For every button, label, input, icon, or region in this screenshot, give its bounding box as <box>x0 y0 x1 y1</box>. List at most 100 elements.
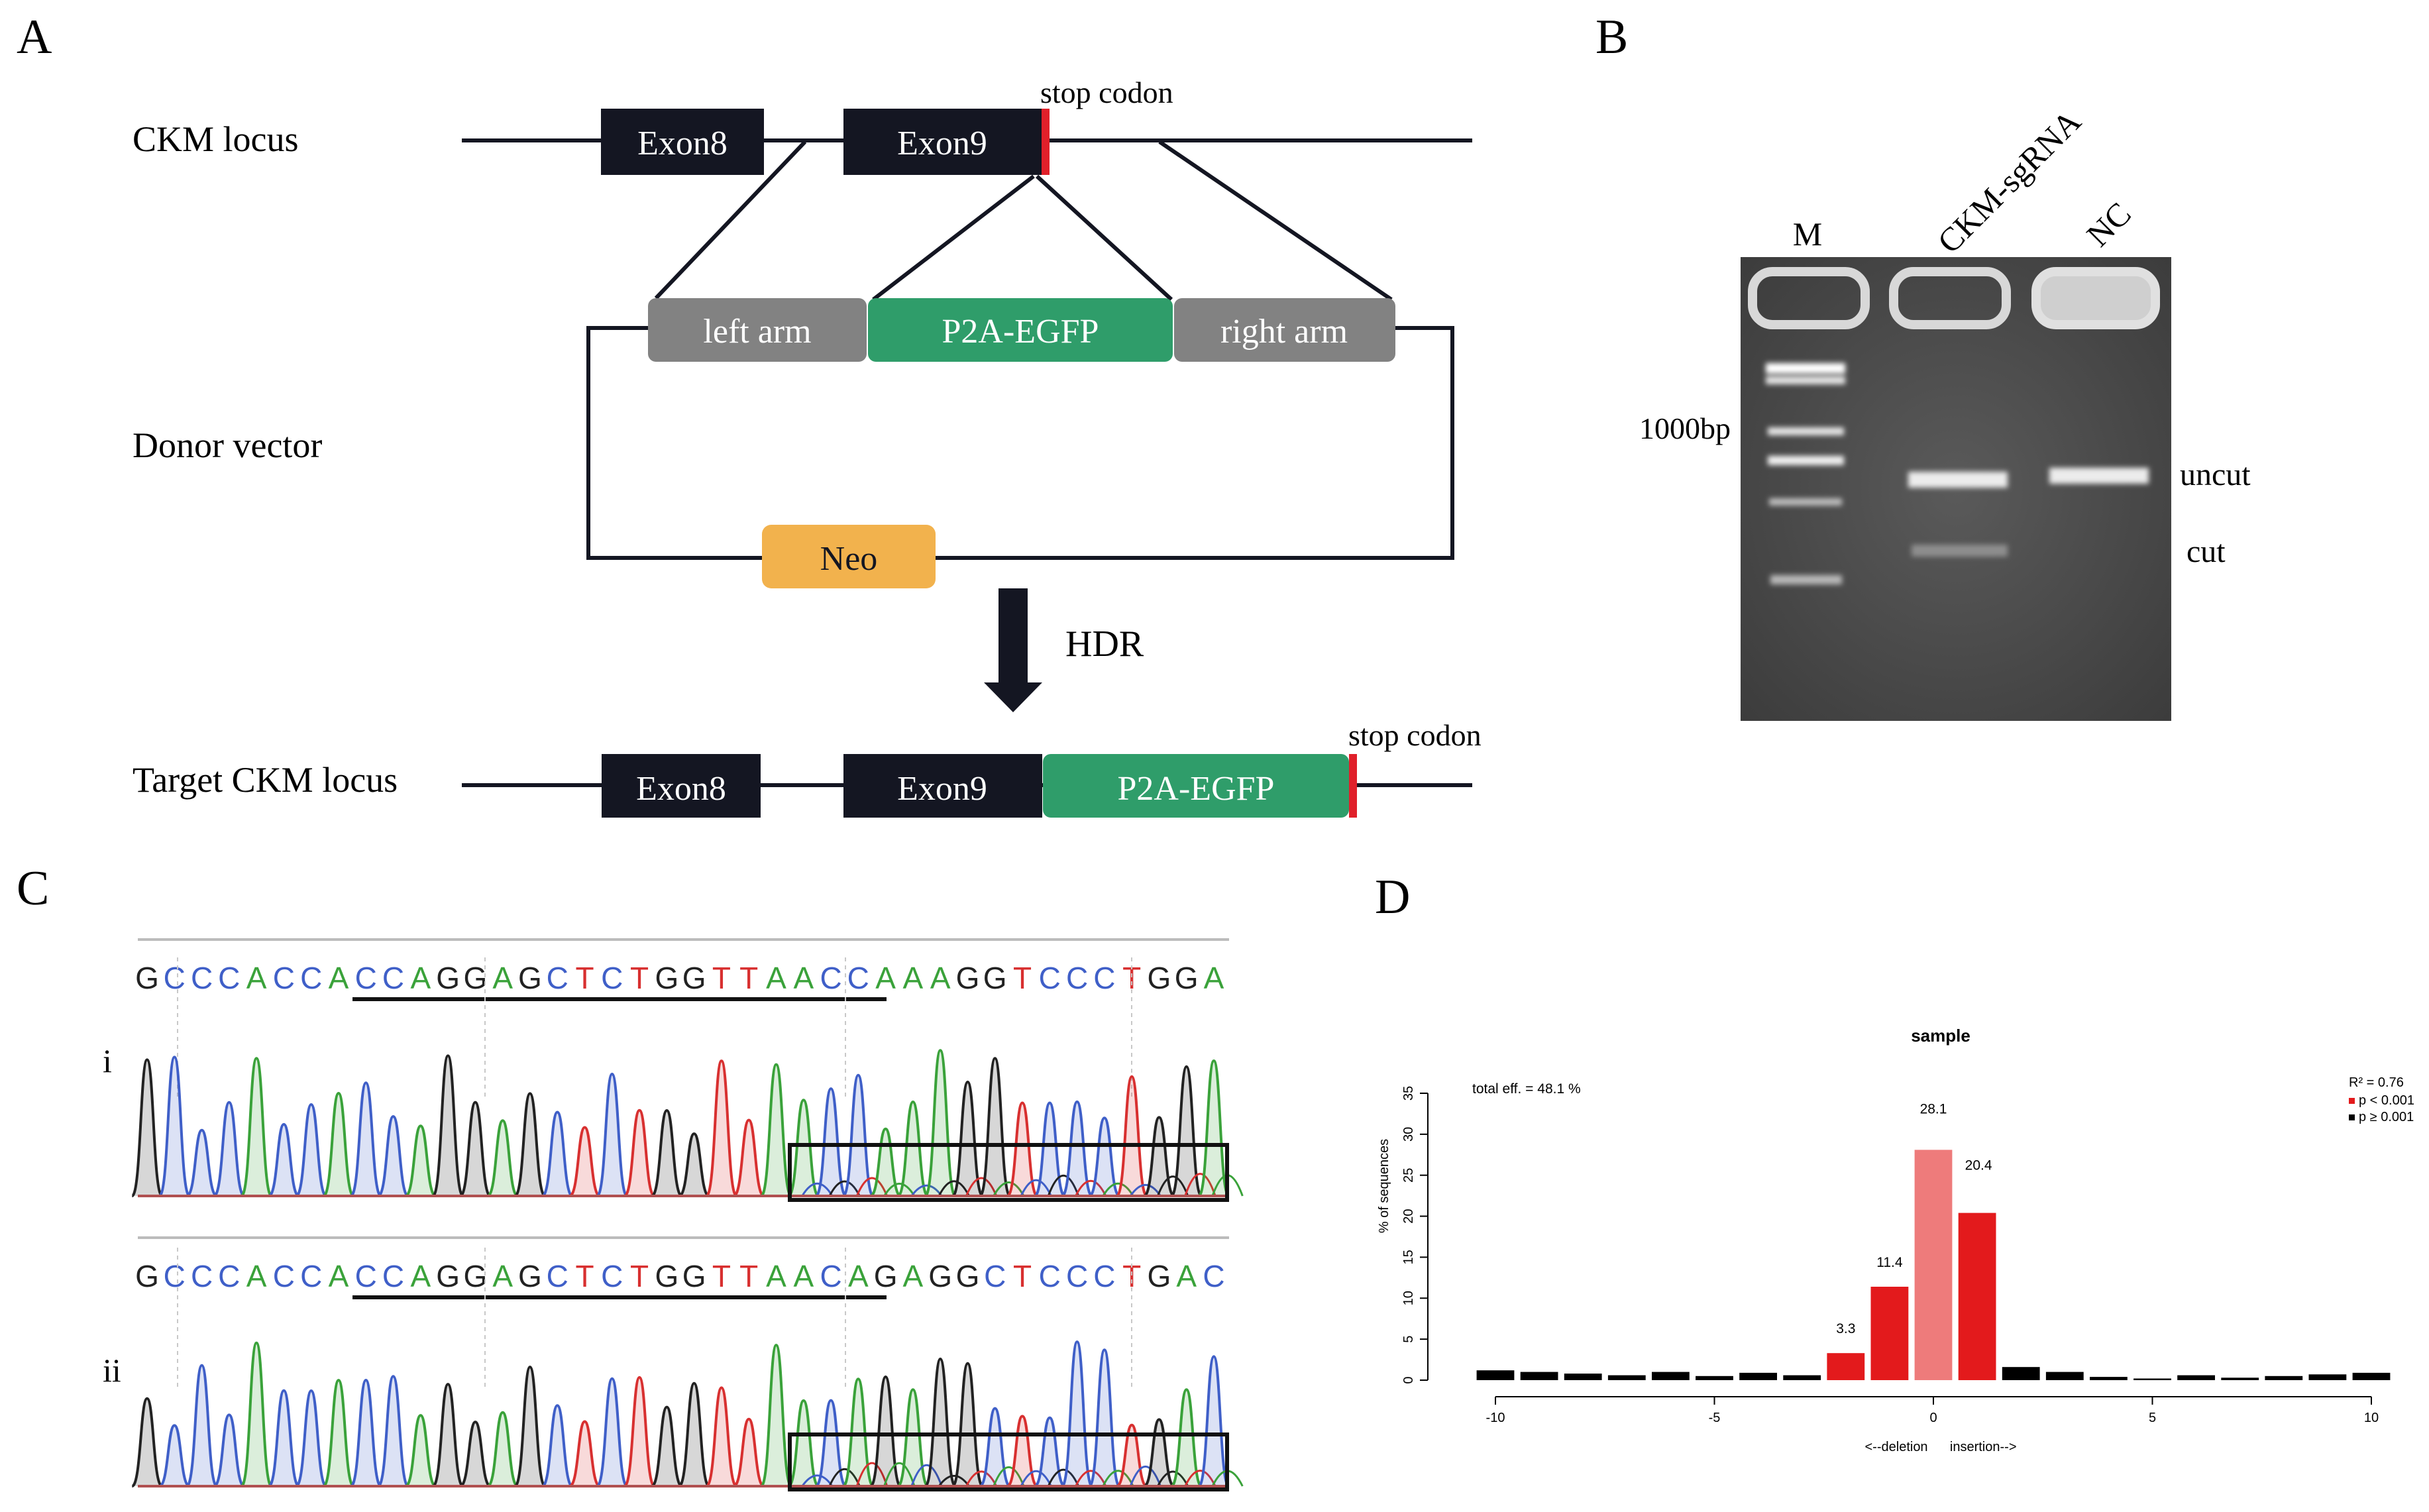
sequence-base: A <box>766 1259 786 1293</box>
sequence-base: G <box>518 961 542 995</box>
chromatogram-peak <box>814 1087 847 1197</box>
y-tick-label: 5 <box>1401 1336 1416 1343</box>
bar-value-label: 11.4 <box>1876 1255 1903 1270</box>
secondary-peak <box>1047 1468 1080 1487</box>
chromatogram-peak <box>486 1119 519 1197</box>
sequence-base: G <box>1148 961 1171 995</box>
total-efficiency-label: total eff. = 48.1 % <box>1472 1081 1581 1097</box>
chromatogram-peak <box>295 1103 328 1197</box>
chromatogram-peak <box>322 1091 355 1197</box>
y-axis-label: % of sequences <box>1377 1139 1391 1233</box>
sequence-base: G <box>518 1259 542 1293</box>
chromatogram-peak <box>240 1057 273 1197</box>
secondary-peak <box>828 1180 861 1197</box>
bar <box>1607 1375 1646 1380</box>
secondary-peak <box>938 1180 970 1197</box>
lane-nc-label: NC <box>2079 195 2138 254</box>
panel-b: M CKM-sgRNA NC 1000bp uncut cut <box>1639 103 2251 721</box>
sequence-base: G <box>983 961 1007 995</box>
sequence-base: T <box>630 961 649 995</box>
bar <box>1739 1372 1777 1380</box>
marker-1000bp-label: 1000bp <box>1639 411 1731 445</box>
chromatogram-peak <box>405 1124 437 1197</box>
chromatogram-peak <box>896 1388 930 1487</box>
sequence-base: C <box>547 1259 568 1293</box>
x-axis-label: <--deletion insertion--> <box>1865 1440 2017 1454</box>
chromatogram-peak <box>651 1108 683 1197</box>
sequence-base: A <box>766 961 786 995</box>
sequence-base: T <box>575 961 594 995</box>
chromatogram-peak <box>1060 1340 1094 1487</box>
chromatogram-peak <box>349 1081 382 1197</box>
secondary-peak <box>801 1474 834 1487</box>
chromatogram-peak <box>295 1389 328 1487</box>
chromatogram-peak <box>376 1114 410 1197</box>
sequence-base: C <box>382 1259 404 1293</box>
sequence-base: A <box>492 1259 513 1293</box>
sequence-base: A <box>875 961 896 995</box>
secondary-peak <box>1102 1182 1134 1197</box>
exon8-label: Exon8 <box>637 125 728 162</box>
right-arm-cross-line <box>1158 140 1393 301</box>
chromatogram-peak <box>213 1101 246 1197</box>
sequence-base: G <box>464 1259 488 1293</box>
sgrna-uncut-band <box>1908 472 2008 488</box>
sequence-base: G <box>682 961 706 995</box>
secondary-peak <box>1129 1465 1161 1487</box>
chromatogram-peak <box>405 1414 437 1487</box>
sequence-base: A <box>848 1259 869 1293</box>
sequence-base: C <box>1039 1259 1061 1293</box>
left-arm-label: left arm <box>703 313 811 351</box>
sequence-base: C <box>191 1259 213 1293</box>
exon9-label: Exon9 <box>897 125 987 162</box>
chromatogram-i <box>131 957 1244 1197</box>
ckm-locus-label: CKM locus <box>133 119 299 159</box>
chromatogram-peak <box>1034 1416 1066 1487</box>
marker-ladder <box>1766 363 1845 584</box>
secondary-peak <box>1047 1175 1080 1197</box>
target-locus-label: Target CKM locus <box>133 760 398 800</box>
bar-value-label: 28.1 <box>1920 1101 1947 1116</box>
secondary-peak <box>883 1183 916 1197</box>
chromatogram-peak <box>431 1054 464 1197</box>
y-tick-label: 30 <box>1401 1127 1416 1142</box>
secondary-peak <box>1157 1175 1189 1197</box>
chromatogram-peak <box>1060 1100 1094 1197</box>
secondary-peak <box>993 1466 1025 1487</box>
insert-cross-line-right <box>1035 174 1173 301</box>
sequence-base: C <box>218 1259 240 1293</box>
target-exon8-label: Exon8 <box>636 770 726 808</box>
sequence-base: A <box>903 961 924 995</box>
bar <box>2002 1367 2040 1380</box>
gel-image <box>1741 257 2171 721</box>
sequence-base: G <box>874 1259 898 1293</box>
ladder-band <box>1768 427 1844 435</box>
chromatogram-peak <box>1033 1101 1066 1197</box>
sequence-base: T <box>575 1259 594 1293</box>
sequence-base: G <box>956 961 980 995</box>
exon9-box <box>843 109 1042 175</box>
bar <box>2265 1376 2303 1380</box>
sequence-base: A <box>329 961 349 995</box>
bar <box>1520 1372 1558 1380</box>
sequence-base: C <box>984 1259 1006 1293</box>
secondary-peak <box>910 1184 943 1197</box>
bar <box>1958 1213 1996 1380</box>
sample-bands <box>1908 468 2149 557</box>
secondary-peak <box>1075 1470 1107 1487</box>
sequence-base: T <box>712 961 731 995</box>
sequence-base: C <box>164 1259 186 1293</box>
target-exon9-label: Exon9 <box>897 770 987 808</box>
left-arm-cross-line <box>654 140 807 300</box>
chromatogram-peak <box>759 1344 793 1487</box>
chromatogram-peak <box>596 1377 629 1487</box>
x-tick-label: -5 <box>1709 1411 1721 1425</box>
bar <box>2090 1377 2128 1380</box>
chromatogram-ii <box>131 1248 1244 1487</box>
sequence-base: C <box>847 961 869 995</box>
x-tick-label: 5 <box>2149 1411 2156 1425</box>
target-p2a-egfp-box <box>1043 754 1349 818</box>
chromatogram-peak <box>1115 1075 1148 1197</box>
